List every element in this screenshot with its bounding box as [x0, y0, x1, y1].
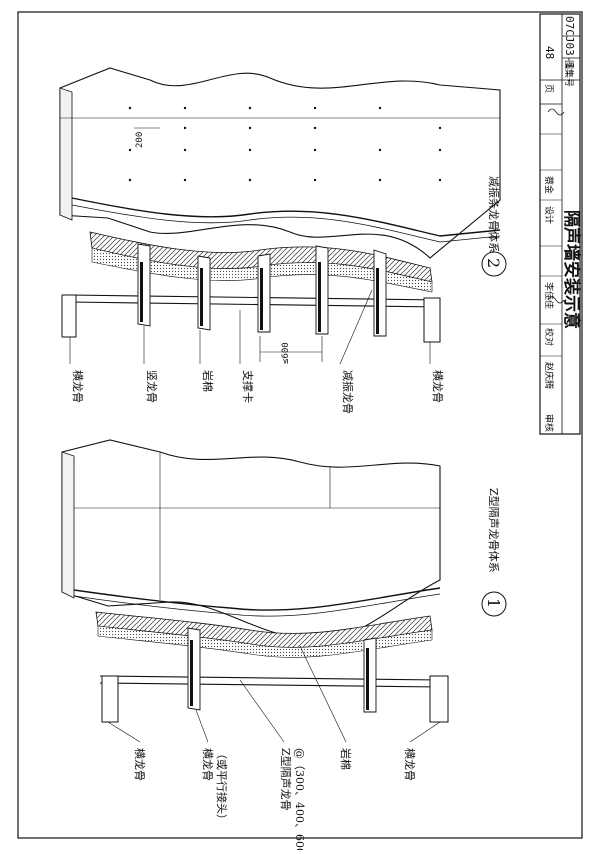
fig1-label-z-spacing: @（300、400、600）: [293, 748, 306, 850]
title-block: 隔声墙安装示意 图集号 07CJ03-1 页 48 审核 赵庆腾 校对 李佳佳 …: [539, 13, 582, 435]
fig1-front-board-edge: [73, 587, 441, 611]
page-number: 48: [543, 46, 556, 59]
atlas-number: 07CJ03-1: [563, 16, 576, 69]
fig2-dim-top: 200: [135, 132, 145, 148]
fig2-label-top-runner: 横龙骨: [71, 370, 85, 403]
check-name: 李佳佳: [543, 282, 555, 309]
fig2-back-board: [59, 67, 501, 259]
fig1-left-runner: [101, 675, 119, 723]
figure-2-drawing: 200 ≤600: [59, 67, 507, 414]
fig2-number: 2: [484, 258, 503, 268]
review-label: 审核: [543, 414, 555, 432]
fig1-label-z-channel: Z型隔声龙骨: [279, 748, 293, 811]
fig1-label-stud: 横龙骨: [201, 748, 215, 781]
signature-design: [547, 108, 565, 116]
fig2-leaders: [69, 289, 431, 365]
fig2-label-stud: 竖龙骨: [145, 370, 158, 403]
fig1-right-runner: [429, 675, 449, 723]
fig2-dim-bottom: ≤600: [281, 342, 291, 364]
fig2-label-bottom-runner: 横龙骨: [431, 370, 445, 403]
fig2-number-circle: [481, 251, 507, 277]
fig2-label-rock-wool: 岩棉: [201, 370, 215, 392]
sheet-border: [17, 11, 583, 839]
figure-1-drawing: 横龙骨 横龙骨 （或平行接头） Z型隔声龙骨 @（300、400、600） 岩棉…: [61, 439, 507, 854]
design-name: 蔡金: [543, 176, 555, 194]
fig2-caption: 减振条龙骨体系: [487, 176, 501, 253]
fig1-board-edge: [61, 451, 75, 599]
fig2-screw-grid: [128, 106, 442, 182]
fig1-leaders: [107, 645, 441, 743]
fig1-back-board: [61, 439, 441, 641]
page-label: 页: [543, 84, 554, 93]
drawing-title: 隔声墙安装示意: [561, 210, 582, 329]
atlas-label: 图集号: [563, 60, 575, 87]
design-label: 设计: [543, 206, 555, 224]
fig1-label-bottom-runner: 横龙骨: [403, 748, 417, 781]
fig2-label-brace: 支撑卡: [241, 370, 255, 403]
fig2-front-board-edge: [71, 197, 501, 237]
fig1-label-top-runner: 横龙骨: [133, 748, 147, 781]
fig2-label-resilient: 减振龙骨: [341, 370, 355, 414]
fig1-number-circle: [481, 591, 507, 617]
signature-check: [547, 296, 565, 304]
review-name: 赵庆腾: [543, 362, 555, 389]
fig1-number: 1: [484, 598, 503, 608]
fig2-right-runner: [423, 297, 441, 343]
fig1-caption: Z型隔声龙骨体系: [487, 488, 501, 573]
fig2-left-runner: [61, 294, 77, 338]
fig2-board-edge: [59, 87, 73, 221]
check-label: 校对: [543, 328, 555, 346]
fig1-label-stud-note: （或平行接头）: [215, 748, 228, 825]
fig1-label-rock-wool: 岩棉: [339, 748, 353, 770]
